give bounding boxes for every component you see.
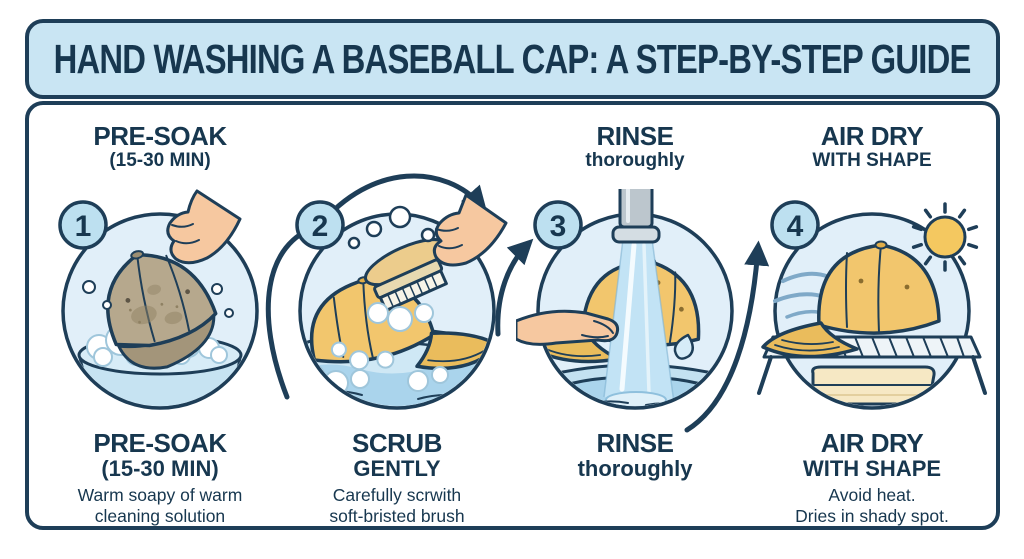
step-column-1: PRE-SOAK (15-30 MIN)	[41, 101, 279, 530]
step1-top-label: PRE-SOAK (15-30 MIN)	[93, 121, 227, 185]
step-column-4: AIR DRY WITH SHAPE	[753, 101, 991, 530]
title-banner: HAND WASHING A BASEBALL CAP: A STEP-BY-S…	[25, 19, 1000, 99]
step1-bottom-title: PRE-SOAK	[93, 428, 227, 458]
step4-number: 4	[787, 210, 804, 243]
step3-number-badge	[533, 200, 583, 250]
step1-bottom-label: PRE-SOAK (15-30 MIN) Warm soapy of warm …	[77, 428, 243, 527]
step-column-2: 2 SCRUB GENTLY Carefully scrwith soft-br…	[278, 101, 516, 530]
step4-number-badge	[770, 200, 820, 250]
bubbles	[82, 280, 234, 318]
step1-description: Warm soapy of warm cleaning solution	[77, 485, 243, 527]
yellow-cap	[761, 240, 941, 359]
sun-icon	[911, 202, 979, 272]
hand-icon	[166, 189, 242, 265]
step3-bottom-label: RINSE thoroughly	[577, 428, 693, 482]
step2-bottom-label: SCRUB GENTLY Carefully scrwith soft-bris…	[329, 428, 465, 527]
step4-illustration-dry-icon: 4	[757, 200, 987, 410]
hand-icon	[516, 309, 620, 346]
hand-icon	[432, 193, 508, 267]
faucet-icon	[611, 189, 661, 244]
step1-illustration-soak-icon: 1	[58, 189, 259, 410]
step3-number: 3	[550, 210, 567, 243]
step1-number-badge	[58, 200, 108, 250]
step1-bottom-subtitle: (15-30 MIN)	[101, 456, 219, 482]
step-column-3: RINSE thoroughly	[516, 101, 754, 530]
step1-top-title: PRE-SOAK	[93, 121, 227, 151]
dirty-cap	[106, 250, 218, 370]
page-title: HAND WASHING A BASEBALL CAP: A STEP-BY-S…	[54, 35, 972, 82]
step3-top-label: RINSE thoroughly	[585, 121, 685, 172]
step1-top-subtitle: (15-30 MIN)	[109, 150, 211, 172]
step4-top-label: AIR DRY WITH SHAPE	[812, 121, 932, 172]
step2-number-badge	[295, 200, 345, 250]
step2-illustration-scrub-icon: 2	[295, 193, 508, 410]
water-droplet	[673, 333, 694, 360]
step2-description: Carefully scrwith soft-bristed brush	[329, 485, 465, 527]
bubbles	[347, 205, 436, 250]
foam-at-bristles	[367, 302, 434, 332]
step1-number: 1	[75, 210, 92, 243]
water-stream	[603, 238, 675, 404]
step4-description: Avoid heat. Dries in shady spot.	[795, 485, 949, 527]
step4-bottom-label: AIR DRY WITH SHAPE Avoid heat. Dries in …	[795, 428, 949, 527]
step3-illustration-rinse-icon: 3	[516, 189, 734, 410]
step2-number: 2	[312, 210, 329, 243]
